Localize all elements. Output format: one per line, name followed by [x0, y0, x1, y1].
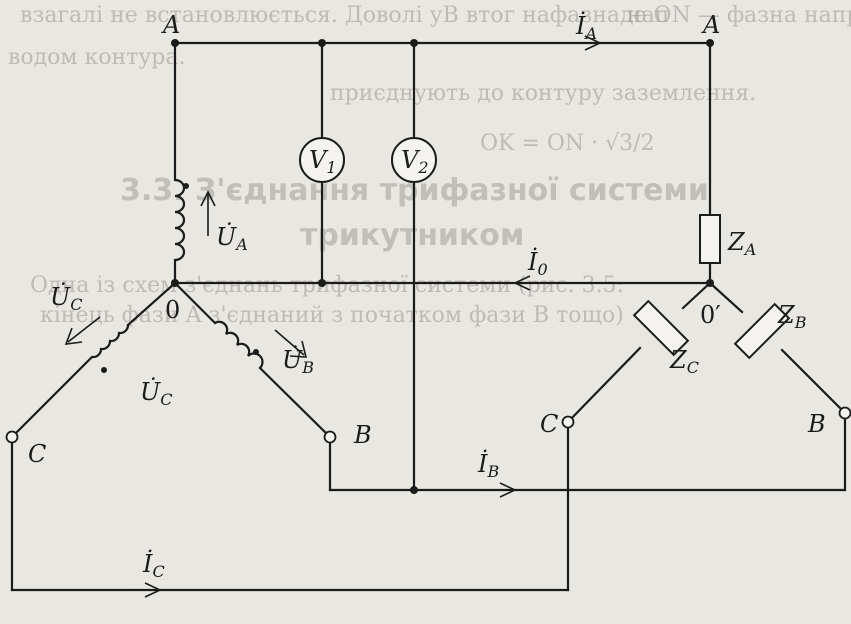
arrow-i-c-head — [144, 582, 162, 598]
voltmeter-v2-label: V2 — [401, 146, 429, 177]
arrows — [64, 35, 602, 598]
junction-v1-top — [318, 39, 326, 47]
junction-v2-bottom — [410, 486, 418, 494]
arrow-u-a-head — [200, 190, 216, 207]
bleed-paragraph-1: Одна із схем з'єднань трифазної системи … — [30, 273, 624, 298]
label-u-a: U̇A — [216, 223, 248, 254]
terminal-b-source — [323, 430, 337, 444]
label-node-0: 0 — [165, 296, 180, 324]
label-z-a: ZA — [727, 228, 756, 259]
terminals — [5, 406, 851, 444]
impedance-z-c — [632, 299, 690, 357]
junctions — [171, 39, 714, 494]
label-c-load: C — [540, 410, 558, 438]
label-i-b: İB — [477, 449, 499, 481]
coil-c-winding — [91, 324, 130, 359]
junction-v1-bottom — [318, 279, 326, 287]
wire-load-c-2 — [566, 346, 642, 424]
terminal-b-load — [838, 406, 851, 420]
wire-load-b-1 — [708, 281, 744, 314]
bleed-line-3: приєднують до контуру заземлення. — [330, 81, 756, 106]
bleed-line-2: водом контура. — [8, 45, 186, 70]
label-node-0-prime: 0′ — [700, 301, 721, 329]
voltmeter-v2: V2 — [391, 137, 437, 183]
polarity-dot-b — [253, 349, 259, 355]
junction-a-left — [171, 39, 179, 47]
junction-v2-top — [410, 39, 418, 47]
label-u-c-mid: U̇C — [140, 378, 172, 409]
label-b-load: B — [807, 410, 826, 438]
junction-a-right — [706, 39, 714, 47]
wires — [10, 41, 847, 592]
polarity-dot-c — [101, 367, 107, 373]
coil-phase-b — [214, 320, 264, 369]
coil-phase-c — [91, 324, 130, 373]
wire-source-c-2 — [10, 355, 94, 439]
bleed-formula-right: де ON — фазна напруга — [620, 3, 851, 28]
impedance-z-b-group — [733, 302, 791, 360]
arrow-u-c-head — [64, 327, 83, 345]
arrow-u-b-head — [289, 340, 308, 358]
bleed-line-1: взагалі не встановлюється. Доволі уВ вто… — [20, 3, 669, 28]
arrow-u-b-shaft — [274, 329, 305, 356]
voltmeter-v2-body — [391, 137, 437, 183]
arrow-i-b-head — [499, 482, 517, 498]
junction-load-neutral — [706, 279, 714, 287]
terminal-c-load — [561, 415, 575, 429]
wire-source-c-1 — [126, 281, 177, 327]
impedance-z-c-group — [632, 299, 690, 357]
label-i-0: İ0 — [527, 247, 548, 279]
polarity-dot-a — [183, 183, 189, 189]
label-z-b: ZB — [777, 301, 807, 332]
label-b-source: B — [353, 421, 372, 449]
coil-b-winding — [214, 320, 264, 369]
coil-phase-a — [174, 178, 189, 262]
wire-load-b-2 — [780, 348, 847, 415]
wire-source-b-2 — [258, 366, 332, 439]
voltmeter-v1-label: V1 — [309, 146, 337, 177]
voltmeter-v1: V1 — [299, 137, 345, 183]
voltmeter-v1-body — [299, 137, 345, 183]
arrow-u-c-shaft — [67, 316, 101, 343]
label-a-right: A — [701, 11, 720, 39]
label-c-source: C — [28, 440, 46, 468]
arrow-i-0-head — [513, 275, 531, 291]
label-z-c: ZC — [669, 346, 699, 377]
bleed-formula-top: OK = ON · √3/2 — [480, 131, 655, 156]
label-i-c: İC — [142, 549, 165, 581]
labels: A A İA U̇A ZA İ0 U̇C 0 0′ ZB ZC U̇B U̇C … — [28, 11, 826, 581]
terminal-c-source — [5, 430, 19, 444]
label-u-c-top: U̇C — [50, 283, 82, 314]
impedance-z-b — [733, 302, 791, 360]
coil-a-winding — [174, 178, 186, 262]
label-u-b: U̇B — [282, 346, 314, 377]
junction-source-neutral — [171, 279, 179, 287]
label-i-a: İA — [575, 11, 597, 43]
arrow-i-a-head — [584, 35, 602, 51]
bleed-heading-2: трикутником — [300, 218, 524, 253]
label-a-left: A — [161, 11, 180, 39]
impedance-z-a — [699, 214, 721, 264]
wire-source-b-1 — [173, 281, 217, 325]
wire-load-c-1 — [681, 281, 712, 310]
